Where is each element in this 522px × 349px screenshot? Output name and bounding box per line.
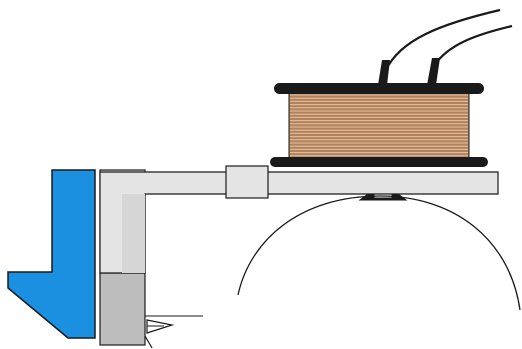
lead-wire-left xyxy=(385,8,501,71)
lead-wire-left-sleeve xyxy=(378,60,390,85)
coil-top-flange xyxy=(274,83,484,94)
horizontal-arm xyxy=(99,171,499,274)
vertical-arm-base xyxy=(99,272,146,346)
coil-foot xyxy=(358,193,408,201)
coil-bottom-flange xyxy=(270,157,488,167)
coil-stripes xyxy=(290,94,468,157)
electromagnet-coil-icon xyxy=(270,83,488,167)
blue-support-block xyxy=(7,169,96,339)
arm-clamp-sleeve xyxy=(225,165,269,199)
stylus-tip-icon xyxy=(144,315,203,349)
arm-corner-shade xyxy=(122,194,145,273)
disc-arc xyxy=(237,195,521,311)
coil-winding xyxy=(288,90,470,159)
lead-wire-right-sleeve xyxy=(427,58,440,85)
lead-wire-right xyxy=(433,24,513,67)
stylus-shank xyxy=(144,335,153,349)
lead-wire-icon xyxy=(378,8,513,85)
